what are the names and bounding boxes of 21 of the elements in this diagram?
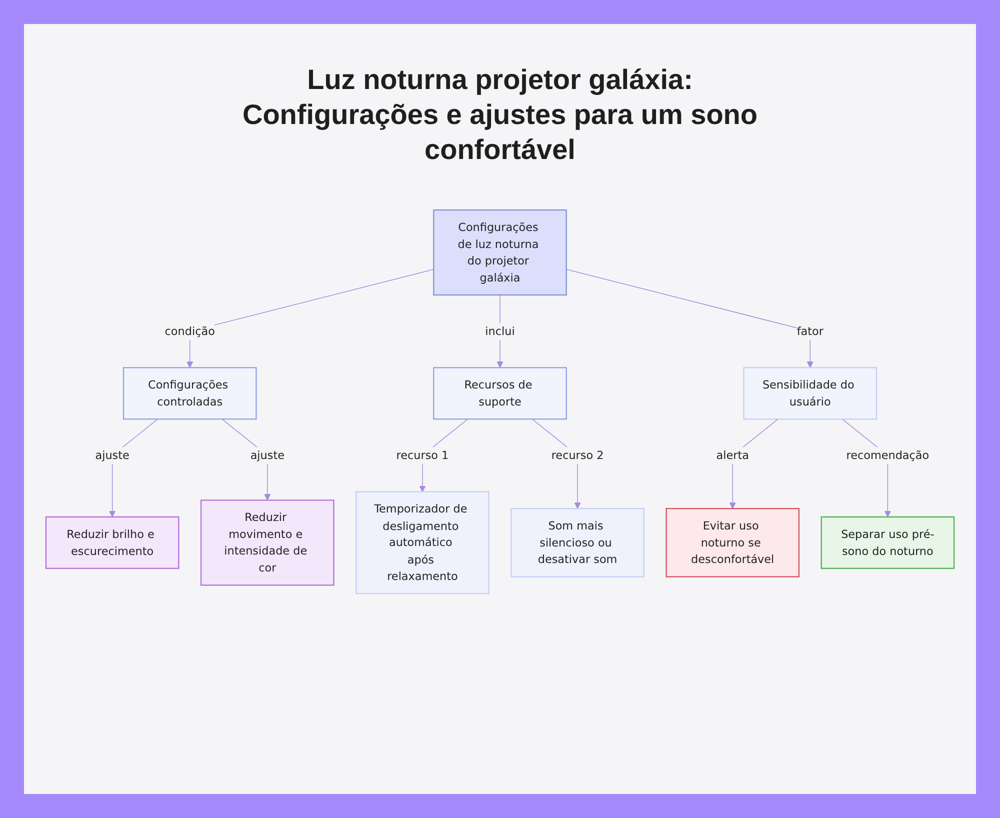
edge-label: condição	[164, 324, 215, 338]
title: Luz noturna projetor galáxia: Configurações e ajustes para um sono confortável	[241, 63, 759, 167]
node-box: Temporizador de desligamento automático após relaxamento	[356, 491, 490, 594]
edge-label: ajuste	[250, 448, 284, 462]
node-box: Reduzir brilho e escurecimento	[45, 516, 180, 569]
node-box: Configurações controladas	[122, 367, 257, 420]
edge-label: recurso 2	[551, 448, 604, 462]
node-box: Som mais silencioso ou desativar som	[510, 508, 644, 578]
node-box: Sensibilidade do usuário	[743, 367, 878, 420]
edge-label: alerta	[716, 448, 749, 462]
edge-label: recomendação	[846, 448, 930, 462]
node-box: Configurações de luz noturna do projetor galáxia	[433, 209, 567, 296]
node-box: Separar uso pré-sono do noturno	[820, 516, 955, 569]
node-box: Reduzir movimento e intensidade de cor	[200, 500, 334, 586]
node-box: Evitar uso noturno se desconfortável	[666, 508, 800, 578]
arrow	[566, 268, 814, 368]
edge-label: fator	[796, 324, 824, 338]
node-box: Recursos de suporte	[433, 367, 567, 420]
edge-label: inclui	[485, 324, 515, 338]
edge-label: ajuste	[95, 448, 130, 462]
edge-label: recurso 1	[396, 448, 449, 462]
